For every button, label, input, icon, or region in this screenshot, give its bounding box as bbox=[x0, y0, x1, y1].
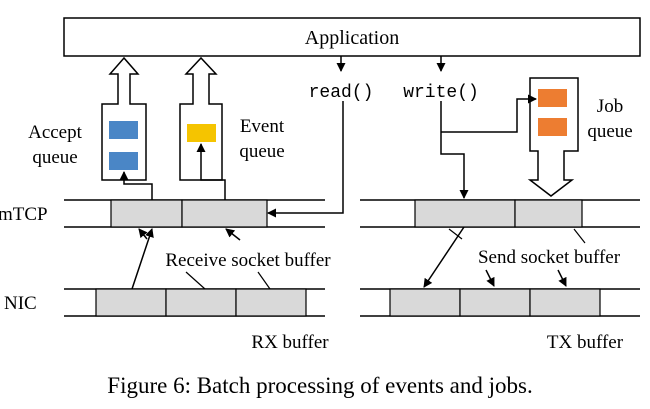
tx-buffer-cell bbox=[529, 288, 601, 317]
event-queue-label-line1: Event bbox=[240, 116, 285, 137]
job-queue-item bbox=[538, 118, 567, 136]
tx-buffer-cell bbox=[459, 288, 531, 317]
job-queue-item bbox=[538, 89, 567, 107]
write-to-job-queue-arrow bbox=[441, 94, 537, 133]
write-to-send-buffer-arrow bbox=[440, 101, 469, 199]
accept-queue-item bbox=[109, 121, 138, 139]
rx-buffer-cell bbox=[165, 288, 237, 317]
read-to-receive-buffer-arrow bbox=[267, 101, 344, 218]
event-queue-shape bbox=[179, 56, 223, 181]
mtcp-layer-label: mTCP bbox=[0, 204, 48, 225]
job-queue-label-line2: queue bbox=[587, 121, 632, 142]
tx-buffer-label: TX buffer bbox=[547, 332, 624, 353]
rx-buffer-cell bbox=[235, 288, 307, 317]
rx-buffer-cell bbox=[95, 288, 167, 317]
event-queue-label-line2: queue bbox=[239, 141, 284, 162]
write-call-label: write() bbox=[403, 83, 479, 103]
send-buffer-leader bbox=[448, 228, 463, 240]
receive-buffer-leader bbox=[138, 228, 148, 240]
tx-buffer-cell bbox=[389, 288, 461, 317]
accept-queue-label-line2: queue bbox=[32, 147, 77, 168]
application-label: Application bbox=[305, 27, 399, 49]
send-buffer-leader bbox=[573, 228, 586, 244]
rx-buffer-label: RX buffer bbox=[251, 332, 329, 353]
receive-buffer-cell bbox=[110, 199, 183, 228]
application-box bbox=[63, 17, 641, 57]
accept-queue-label-line1: Accept bbox=[28, 122, 83, 143]
rx-buffer-leader bbox=[185, 271, 206, 290]
rx-to-receive-buffer-arrow bbox=[131, 228, 154, 290]
send-socket-buffer-label: Send socket buffer bbox=[478, 247, 621, 268]
receive-buffer-cell bbox=[181, 199, 268, 228]
receive-buffer-to-accept-queue-arrow bbox=[119, 171, 153, 200]
receive-buffer-to-event-queue-arrow bbox=[196, 143, 226, 200]
rx-to-receive-buffer-pointer bbox=[225, 228, 241, 241]
send-buffer-cell bbox=[514, 199, 583, 228]
send-buffer-cell bbox=[414, 199, 516, 228]
nic-layer-label: NIC bbox=[4, 293, 37, 314]
rx-buffer-leader bbox=[257, 271, 271, 290]
tx-buffer-pointer bbox=[557, 269, 567, 287]
event-queue-item bbox=[187, 124, 216, 142]
tx-buffer-pointer bbox=[485, 269, 495, 287]
job-queue-label-line1: Job bbox=[597, 96, 623, 117]
send-to-tx-buffer-arrow bbox=[423, 226, 465, 288]
accept-queue-shape bbox=[101, 56, 147, 181]
job-queue-shape bbox=[527, 77, 579, 197]
figure-caption: Figure 6: Batch processing of events and… bbox=[107, 373, 532, 398]
receive-socket-buffer-label: Receive socket buffer bbox=[165, 250, 331, 271]
read-call-label: read() bbox=[309, 83, 374, 103]
accept-queue-item bbox=[109, 152, 138, 170]
